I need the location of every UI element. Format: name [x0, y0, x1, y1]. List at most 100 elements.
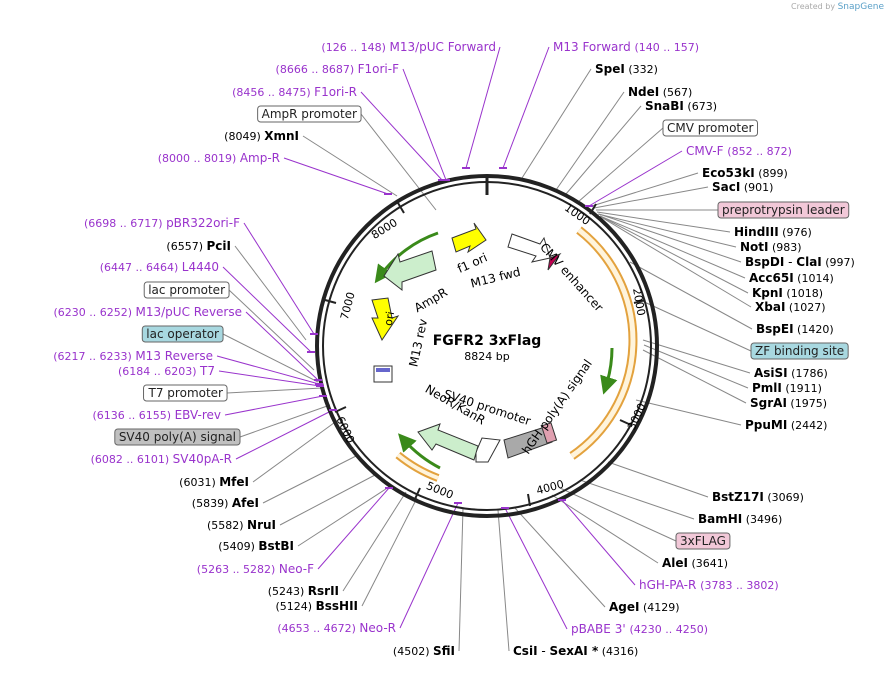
leader-lines — [216, 46, 753, 652]
leader-hindiii — [596, 211, 731, 233]
label-pbr322ori-f: (6698 .. 6717) pBR322ori-F — [84, 216, 240, 230]
box-ampr-prom — [257, 105, 362, 123]
credit-prefix: Created by — [791, 2, 836, 11]
label-snabi: SnaBI (673) — [645, 99, 717, 113]
leader-sv40pa-r — [235, 409, 334, 460]
label-m13-fwd: M13 Forward (140 .. 157) — [553, 40, 699, 54]
label-nrui: (5582) NruI — [207, 518, 276, 532]
inner-ori: ori — [382, 310, 397, 326]
leader-m13puc-rev — [245, 311, 319, 381]
leader-mfei — [252, 419, 339, 483]
label-pcii: (6557) PciI — [166, 239, 231, 253]
label-acc65i: Acc65I (1014) — [749, 271, 834, 285]
label-m13-rev: (6217 .. 6233) M13 Reverse — [53, 349, 213, 363]
leader-sfii — [458, 507, 464, 652]
label-sv40-polya: SV40 poly(A) signal — [119, 430, 236, 444]
label-mfei: (6031) MfeI — [179, 475, 249, 489]
leader-pbabe3 — [504, 507, 568, 630]
tick-label-3000: 3000 — [625, 401, 649, 432]
leader-hgh-pa-r — [561, 499, 636, 586]
leader-sgrai — [642, 349, 747, 404]
label-eco53ki: Eco53kI (899) — [702, 166, 788, 180]
leader-nrui — [279, 474, 376, 526]
inner-f1-ori: f1 ori — [455, 250, 489, 276]
ampr-direction-arrow — [374, 231, 439, 284]
label-sgrai: SgrAI (1975) — [750, 396, 827, 410]
label-l4440: (6447 .. 6464) L4440 — [100, 260, 219, 274]
label-ebv-rev: (6136 .. 6155) EBV-rev — [93, 408, 222, 422]
label-kpni: KpnI (1018) — [752, 286, 823, 300]
leader-afei — [262, 454, 359, 504]
leader-bspei — [629, 261, 753, 330]
leader-rsrii — [342, 491, 407, 592]
label-saci: SacI (901) — [712, 180, 773, 194]
leader-t7-prom — [226, 387, 323, 394]
label-hindiii: HindIII (976) — [734, 225, 812, 239]
label-lac-op: lac operator — [146, 327, 219, 341]
neor-outer-arc-inner — [396, 453, 439, 480]
leader-m13-fwd — [502, 46, 550, 169]
cds-direction-arrow — [600, 347, 618, 395]
leader-pbr322ori-f — [243, 222, 315, 335]
ori-arrow — [371, 297, 400, 342]
leader-f1ori-f — [402, 68, 447, 181]
leader-l4440 — [222, 266, 312, 353]
leader-bsshii — [361, 497, 418, 607]
snapgene-credit: Created by SnapGene — [791, 2, 884, 12]
plasmid-length: 8824 bp — [464, 350, 509, 363]
box-cmv-prom — [662, 119, 759, 137]
inner-ampr: AmpR — [412, 285, 450, 315]
leader-m13puc-fwd — [465, 46, 501, 169]
leader-agei — [514, 507, 606, 608]
leader-neo-r — [399, 502, 459, 629]
label-m13puc-fwd: (126 .. 148) M13/pUC Forward — [321, 40, 496, 54]
label-alei: AleI (3641) — [662, 556, 728, 570]
label-t7-prom: T7 promoter — [148, 386, 224, 400]
leader-bstz17i — [607, 461, 709, 498]
leader-noti — [597, 213, 737, 248]
label-asisi: AsiSI (1786) — [754, 366, 828, 380]
label-m13puc-rev: (6230 .. 6252) M13/pUC Reverse — [53, 305, 242, 319]
tick-label-7000: 7000 — [338, 291, 358, 321]
flag-block — [540, 422, 558, 444]
leader-snabi — [565, 105, 642, 195]
leader-m13-rev — [216, 355, 320, 385]
label-f1ori-f: (8666 .. 8687) F1ori-F — [276, 62, 400, 76]
tick-label-2000: 2000 — [630, 287, 648, 317]
label-amp-r: (8000 .. 8019) Amp-R — [158, 151, 280, 165]
sv40-prom-arrow — [475, 437, 501, 463]
ampr-arrow — [383, 250, 437, 292]
fgfr2-cds-arc-inner — [570, 228, 636, 459]
label-neo-r: (4653 .. 4672) Neo-R — [277, 621, 396, 635]
label-hgh-pa-r: hGH-PA-R (3783 .. 3802) — [639, 578, 779, 592]
leader-f1ori-r — [360, 91, 443, 181]
leader-pmli — [643, 344, 749, 389]
label-spei: SpeI (332) — [595, 62, 658, 76]
box-zf-site — [750, 342, 849, 360]
box-t7-prom — [143, 384, 228, 402]
label-pmli: PmlI (1911) — [752, 381, 822, 395]
label-bstbi: (5409) BstBI — [218, 539, 294, 553]
leader-ampr-prom — [360, 113, 437, 211]
leader-cmv-f — [588, 150, 683, 207]
leader-alei — [551, 494, 659, 564]
label-cmv-f: CMV-F (852 .. 872) — [686, 144, 792, 158]
leader-ppumi — [635, 399, 742, 426]
box-lac-prom — [143, 281, 230, 299]
tick-label-4000: 4000 — [535, 478, 565, 498]
leader-eco53ki — [591, 172, 699, 207]
box-preprotrypsin — [717, 201, 850, 219]
neo-direction-arrow — [398, 433, 441, 470]
leader-cmv-prom — [577, 127, 664, 203]
leader-sv40-polya — [239, 404, 331, 438]
box-3xflag — [675, 532, 731, 550]
label-agei: AgeI (4129) — [609, 600, 680, 614]
leader-lac-op — [222, 333, 319, 383]
lac-operator-stripes — [376, 368, 390, 372]
plasmid-name: FGFR2 3xFlag — [433, 333, 542, 349]
leader-csii — [497, 509, 510, 652]
leader-saci — [593, 186, 709, 209]
backbone-outer — [315, 174, 659, 518]
label-ampr-prom: AmpR promoter — [262, 107, 357, 121]
box-lac-op — [141, 325, 224, 343]
